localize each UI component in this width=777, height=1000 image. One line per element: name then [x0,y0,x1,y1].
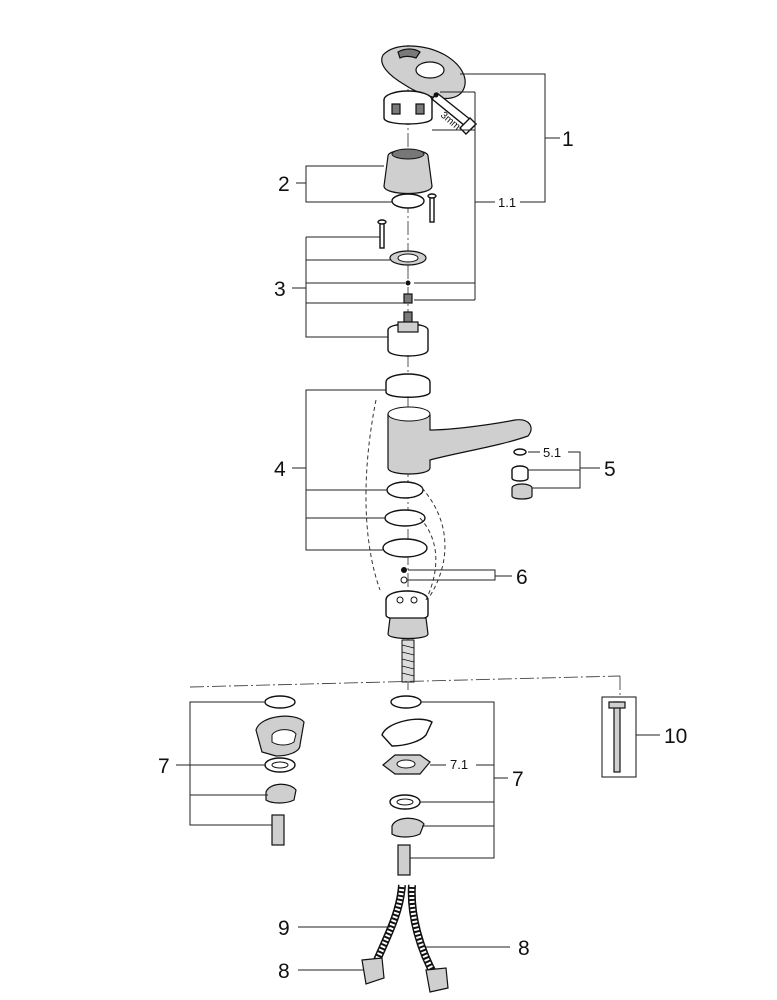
left-fixing-bracket [255,715,305,757]
label-7-1: 7.1 [450,757,468,772]
leader-7-right [410,701,495,859]
leader-4 [305,389,386,551]
handle-adapter [383,90,433,125]
body-ring-3 [382,538,428,558]
left-washer [264,757,296,773]
check-valve-1 [401,567,407,573]
cartridge [387,311,429,357]
right-hex-plate [382,754,431,775]
threaded-stud [401,639,415,683]
aerator-housing [511,483,533,500]
tool-box [601,696,637,778]
leader-7-left [189,701,272,826]
cartridge-nut [389,250,427,266]
aerator-insert [511,465,529,482]
assembly-path-1 [365,399,381,591]
cap [383,148,433,195]
left-o-ring [264,695,296,709]
check-valve-2 [400,576,408,584]
right-horseshoe-washer [391,817,425,838]
flexible-hose-right [407,884,449,993]
left-threaded-rod [271,814,285,846]
flexible-hose-left [361,884,406,985]
screw-right [427,193,437,223]
label-1: 1 [562,128,574,151]
small-pin [403,293,413,304]
assembly-path-2 [421,487,446,597]
label-6: 6 [516,566,528,589]
lower-link-horizontal [189,675,621,688]
aerator-seal [513,448,527,456]
label-8-left: 8 [278,960,290,983]
hex-key-tool: 3mm [431,92,478,135]
assembly-path-3 [419,517,437,601]
screw-left [377,219,387,249]
label-8-right: 8 [518,937,530,960]
right-washer [389,794,421,810]
small-seal [405,280,411,286]
label-2: 2 [278,173,290,196]
body-ring-2 [384,509,426,527]
leader-2 [305,165,392,203]
right-fixing-bracket [381,718,433,747]
label-10: 10 [664,725,687,748]
right-o-ring [390,695,422,709]
faucet-body-spout [387,406,532,475]
left-horseshoe-washer [265,783,297,804]
label-5: 5 [604,458,616,481]
label-3: 3 [274,278,286,301]
body-ring-1 [386,481,424,499]
label-1-1: 1.1 [498,195,516,210]
label-7-left: 7 [158,755,170,778]
spout-ring-top [385,373,431,398]
cap-o-ring [391,193,425,209]
lever-handle [381,45,466,100]
label-7-right: 7 [512,768,524,791]
label-9: 9 [278,917,290,940]
label-4: 4 [274,458,286,481]
leader-1 [460,73,546,203]
mixing-base [385,590,429,640]
label-5-1: 5.1 [543,445,561,460]
leader-6 [408,569,496,581]
leader-3 [305,237,388,338]
right-threaded-rod [397,844,411,876]
